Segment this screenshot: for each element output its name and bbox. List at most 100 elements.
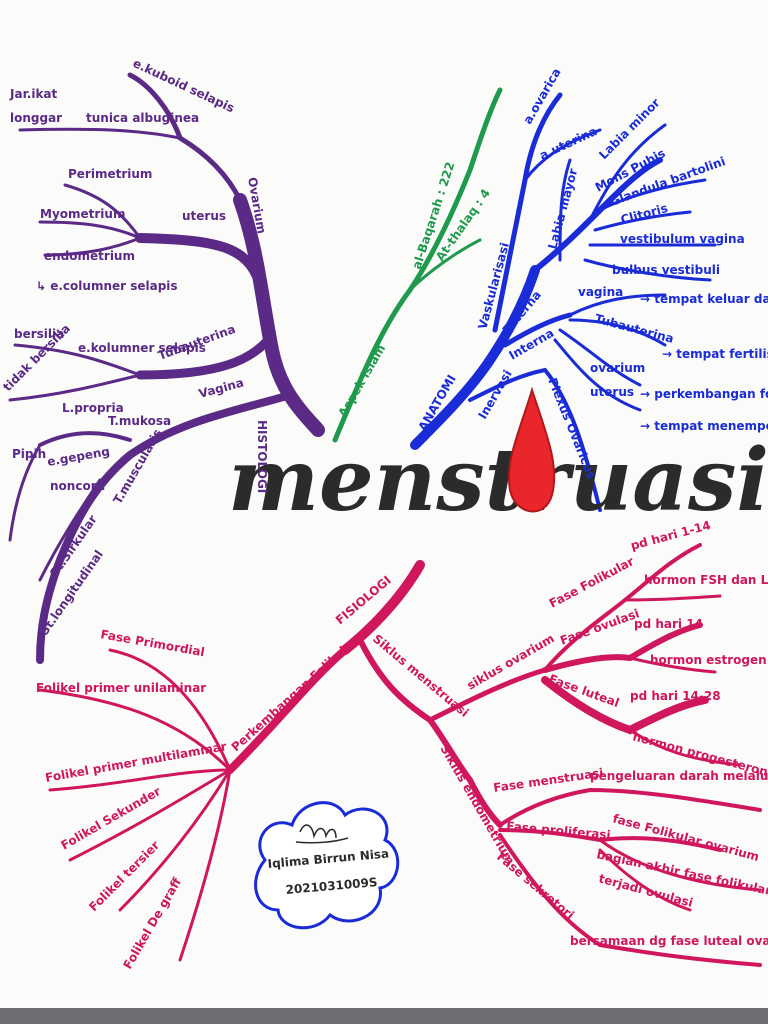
myometrium-branch [38,220,142,240]
label-longgar: longgar [10,111,62,125]
tunica-branch [18,127,182,140]
label-bersamaan: bersamaan dg fase luteal ovarium [570,934,768,948]
siklus-ovarium-branch [427,667,548,723]
islam-branches [332,87,503,443]
fase-sekretori-branch [498,833,762,967]
label-fase-ovulasi: Fase ovulasi [558,606,641,648]
tersier-branch [118,768,232,912]
label-vagina: Vagina [197,375,245,400]
label-endometrium: endometrium [44,249,135,263]
endometrium-siklus-branch [467,777,503,828]
tubauterina-anat-branch [568,318,667,347]
label-perkembangan: Perkembangan Folikel [229,644,350,755]
label-nonkorn: noncorn [50,479,105,493]
clitoris-branch [593,210,692,232]
label-ovarium-desc: → perkembangan folikel [640,387,768,401]
label-vaskularisasi: Vaskularisasi [475,241,512,331]
perkembangan-branch [226,646,349,774]
label-bulbus: bulbus vestibuli [612,263,720,277]
label-vestibulum: vestibulum vagina [620,232,745,246]
central-title: menstruasi [228,430,768,531]
label-e-columner: ↳ e.columner selapis [36,279,178,293]
label-pipih: Pipih [12,447,46,461]
label-t-mukosa: T.mukosa [108,414,171,428]
label-primer-uni: Folikel primer unilaminar [36,681,206,695]
histologi-branches [8,72,325,664]
t-mukosa-branch [38,431,132,447]
ovarium-anat-branch [558,328,642,387]
label-aspek-islam: Aspek islam [335,342,388,419]
thalaq-branch [408,238,482,292]
labia-mayor-branch [558,158,572,262]
perimetrium-branch [63,183,142,240]
fase-menstruasi-branch [498,787,762,827]
label-e-kolumner: e.kolumner selapis [78,341,206,355]
vaskularisasi-branch [492,92,563,333]
fisiologi-trunk [340,560,425,655]
glandula-branch [598,178,707,212]
label-myometrium: Myometrium [40,207,125,221]
label-a-uterina: a.uterina [537,124,599,163]
blood-drop-icon [508,386,556,513]
anatomi-branches [410,92,717,512]
progesteron-branch [628,728,742,767]
label-degraff: Folikel De graff [120,875,184,971]
label-perimetrium: Perimetrium [68,167,152,181]
label-hormon-estrogen: hormon estrogen [650,653,767,667]
endometrium-branch [43,236,142,257]
label-l-propria: L.propria [62,401,124,415]
fsh-branch [623,594,722,602]
label-jar-ikat: Jar.ikat [9,87,58,101]
label-ovarium-anat: ovarium [590,361,645,375]
label-histologi: HISTOLOGI [255,420,269,493]
islam-trunk [332,87,503,443]
label-siklus-endometrium: Siklus endometrium [437,743,517,868]
label-e-gepeng: e.gepeng [46,444,111,469]
primer-uni-branch [38,688,232,772]
label-clitoris: Clitoris [619,201,669,227]
degraff-branch [178,768,232,962]
primordial-branch [108,648,232,772]
histologi-trunk [233,193,325,437]
tidak-bersilia-branch [8,373,142,402]
label-bersilia: bersilia [14,327,64,341]
bagian-akhir-branch [598,838,762,892]
label-pd-hari-14-28: pd hari 14-28 [630,689,721,703]
signature-mark [295,824,349,844]
label-tubauterina-anat: Tubauterina [593,311,675,346]
label-hormon-fsh: hormon FSH dan LH [644,573,768,587]
labia-minor-branch [588,123,667,222]
label-vagina-anat: vagina [578,285,623,299]
inervasi-branch [468,367,602,512]
bersilia-branch [13,343,142,377]
label-pd-hari-14: pd hari 14 [634,617,703,631]
anatomi-trunk [410,265,540,450]
vagina-branch [36,391,294,664]
label-uterus-anat: uterus [590,385,634,399]
label-pengeluaran: pengeluaran darah melalui vagina [590,769,768,783]
terjadi-ovulasi-branch [598,848,692,912]
t-muscularis-branch [38,478,102,582]
page-bottom-edge [0,1008,768,1024]
label-tunica: tunica albuginea [86,111,199,125]
uterus-anat-branch [553,338,642,412]
uterus-branch [135,233,267,295]
bulbus-branch [583,258,712,282]
interna-branch [502,312,573,348]
label-uterus-desc: → tempat menempel embrio [640,419,768,433]
tubauterina-branch [135,335,273,380]
vagina-anat-branch [568,293,667,317]
sekunder-branch [68,768,232,862]
author-cloud [254,801,400,930]
label-fase-proliferasi: Fase proliferasi [506,819,611,842]
label-primer-multi: Folikel primer multilaminar [44,739,228,785]
fisiologi-branches [38,543,762,967]
label-tuba-desc: → tempat fertilisasi [662,347,768,361]
a-uterina-branch [523,128,602,182]
label-fase-sekretori: Fase sekretori [494,850,577,923]
primer-multi-branch [48,768,232,792]
label-vagina-desc: → tempat keluar darah menstruasi [640,292,768,306]
label-primordial: Fase Primordial [99,627,205,659]
